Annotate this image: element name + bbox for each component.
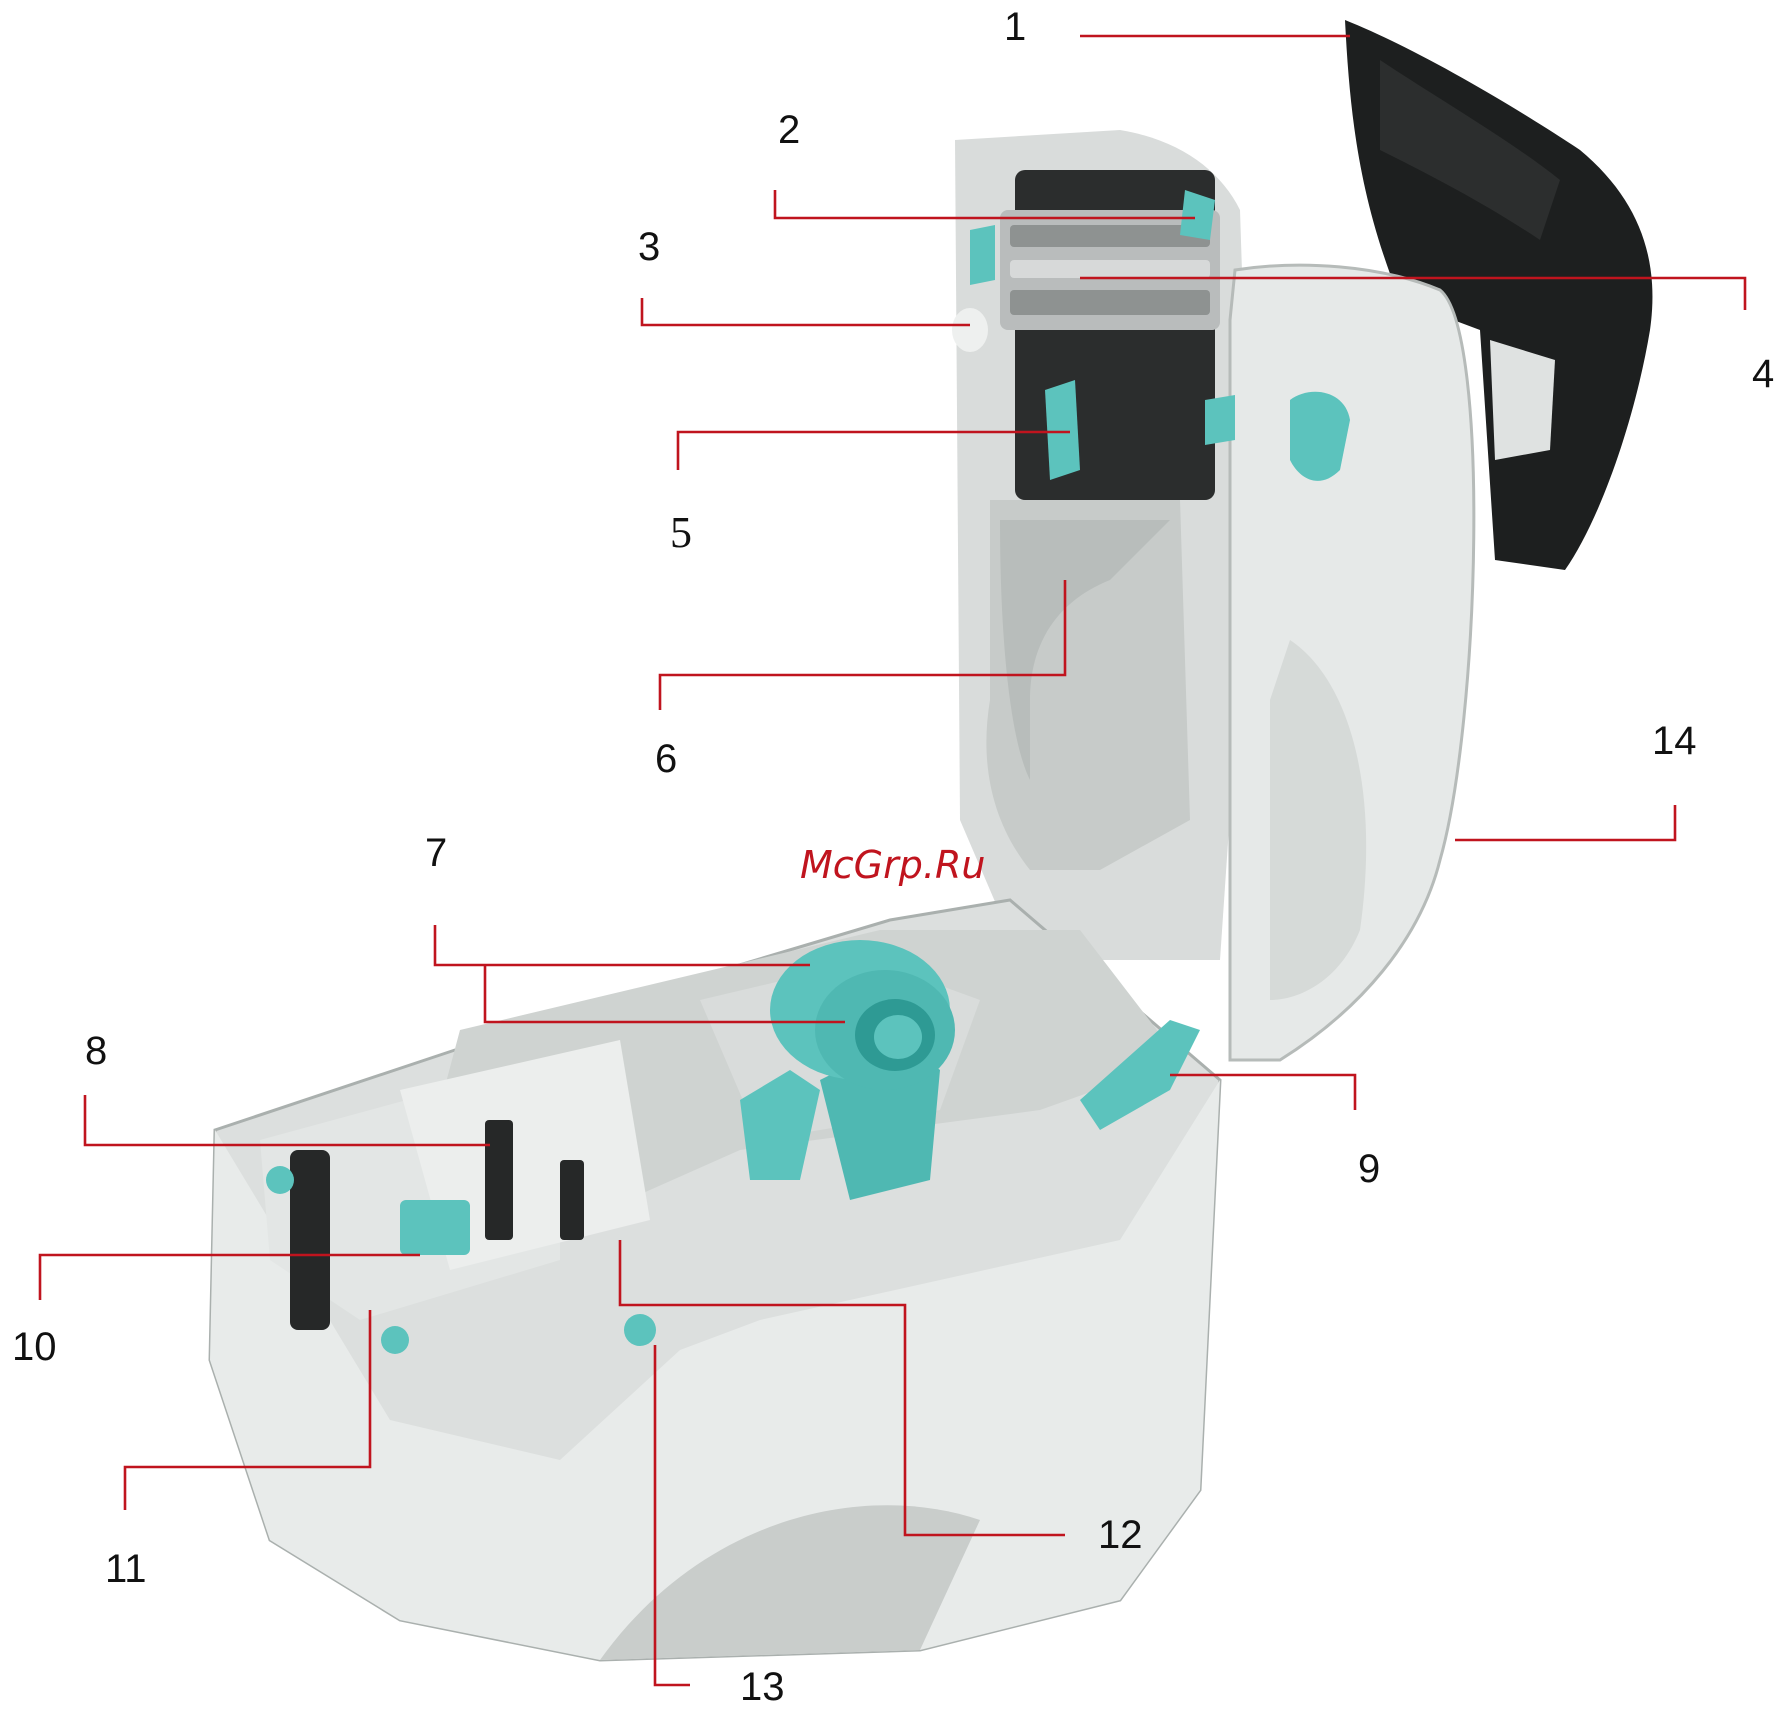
callout-line-7 <box>435 925 810 965</box>
callout-label-7: 7 <box>425 831 447 875</box>
callout-label-5: 5 <box>670 508 692 557</box>
media-guide-left <box>485 1120 513 1240</box>
callout-label-14: 14 <box>1652 719 1697 763</box>
callout-label-9: 9 <box>1358 1147 1380 1191</box>
cover-hinge-plate <box>1490 340 1555 460</box>
callout-label-1: 1 <box>1004 5 1026 49</box>
sensor-adjust-knob <box>624 1314 656 1346</box>
callout-label-11: 11 <box>105 1547 147 1591</box>
callout-label-6: 6 <box>655 737 677 781</box>
callout-label-13: 13 <box>740 1665 785 1709</box>
platen-roller <box>290 1150 330 1330</box>
callout-label-4: 4 <box>1752 352 1774 396</box>
right-latch <box>1205 395 1235 445</box>
callout-label-3: 3 <box>638 225 660 269</box>
callout-label-12: 12 <box>1098 1513 1143 1557</box>
callout-label-2: 2 <box>778 108 800 152</box>
media-guide-right <box>560 1160 584 1240</box>
media-sensor <box>400 1200 470 1255</box>
callout-line-14 <box>1455 805 1675 840</box>
callout-label-8: 8 <box>85 1029 107 1073</box>
callout-label-10: 10 <box>12 1325 57 1369</box>
callout-line-3 <box>642 298 970 325</box>
platen-gear-bottom <box>381 1326 409 1354</box>
ribbon-gear <box>952 308 988 352</box>
ribbon-supply-hub <box>1045 380 1080 480</box>
watermark-text: McGrp.Ru <box>800 843 985 887</box>
ribbon-latch-left <box>970 225 995 285</box>
platen-gear-top <box>266 1166 294 1194</box>
